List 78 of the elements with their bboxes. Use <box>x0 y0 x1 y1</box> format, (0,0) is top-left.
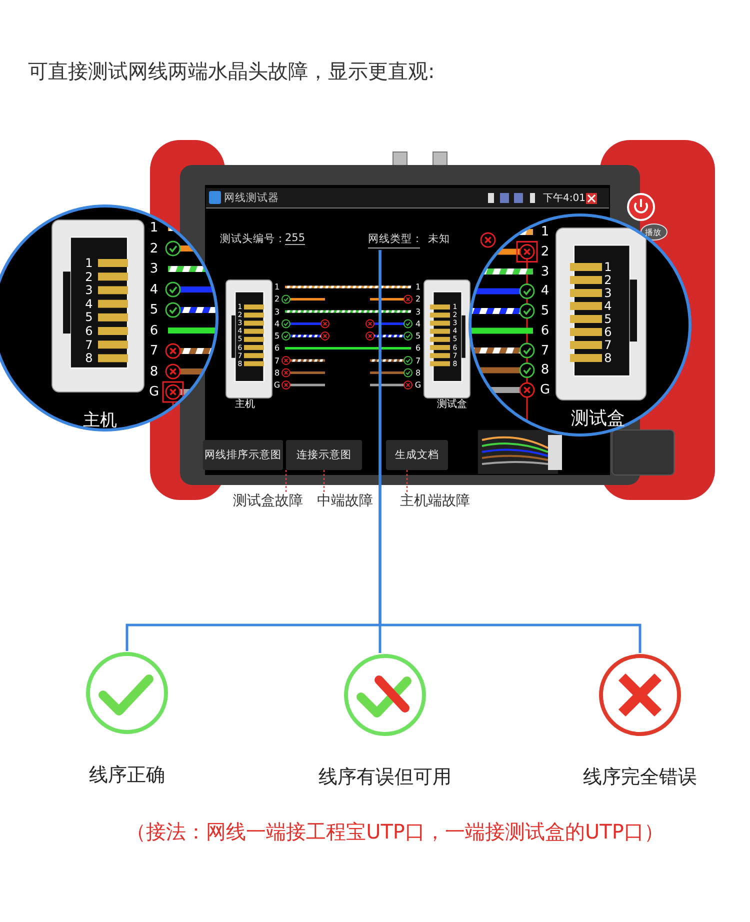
pin-number: 1 <box>85 256 93 270</box>
pin-number: 4 <box>85 296 93 311</box>
pin-number: 7 <box>85 338 93 352</box>
button-text: 播放 <box>645 227 661 238</box>
pin-number: 2 <box>274 294 280 304</box>
pin-number: 8 <box>274 368 280 378</box>
pin-number: 6 <box>540 323 550 338</box>
pin-number: 6 <box>85 324 93 338</box>
pin-number: 1 <box>604 260 612 274</box>
pin-number: 2 <box>150 241 158 256</box>
pin-number: 1 <box>540 224 550 240</box>
screen-button: 网线排序示意图 <box>203 440 283 470</box>
pin-number: 2 <box>540 244 550 260</box>
pin-number: 3 <box>85 283 93 298</box>
port-label: 主机 <box>235 398 255 411</box>
pin-number: 4 <box>274 319 280 328</box>
fault-label: 测试盒故障 <box>233 492 303 512</box>
pin-number: 4 <box>604 299 612 313</box>
pin-number: G <box>274 380 280 390</box>
leader-line <box>285 470 287 492</box>
leader-line <box>323 470 325 492</box>
pin-number: 8 <box>150 364 158 379</box>
pin-number: 1 <box>150 220 158 236</box>
pin-number: 4 <box>415 319 421 328</box>
pin-number: 4 <box>150 282 158 297</box>
pin-number: 3 <box>415 307 421 316</box>
pin-number: G <box>148 384 160 400</box>
pin-number: 8 <box>604 351 612 365</box>
port-label: 测试盒 <box>437 398 467 411</box>
pin-number: 7 <box>150 344 158 358</box>
pin-number: 2 <box>604 273 612 287</box>
pin-number: 8 <box>540 362 550 378</box>
wiring-note: （接法：网线一端接工程宝UTP口，一端接测试盒的UTP口） <box>126 818 664 846</box>
pin-number: 3 <box>540 264 550 279</box>
field-label: 测试头编号： <box>220 232 286 246</box>
pin-number: G <box>414 380 422 390</box>
fault-label: 中端故障 <box>317 492 373 512</box>
pin-number: 3 <box>150 262 158 276</box>
field-value: 未知 <box>428 232 450 246</box>
pin-number: 7 <box>415 356 421 365</box>
screen-button: 连接示意图 <box>286 440 362 470</box>
pin-number: 7 <box>604 338 612 352</box>
leader-line <box>406 470 408 492</box>
field-label: 网线类型： <box>368 232 423 246</box>
field-value: 255 <box>285 232 306 245</box>
port-label: 主机 <box>83 410 117 432</box>
screen-title: 网线测试器 <box>224 191 279 205</box>
pin-number: 4 <box>540 284 550 299</box>
pin-number: 8 <box>85 351 93 366</box>
page-title: 可直接测试网线两端水晶头故障，显示更直观: <box>28 58 435 85</box>
pin-number: 5 <box>604 312 612 326</box>
status-label: 线序有误但可用 <box>318 765 452 790</box>
port-label: 测试盒 <box>571 407 625 430</box>
pin-number: 1 <box>274 282 280 292</box>
status-label: 线序完全错误 <box>583 765 697 790</box>
clock-text: 下午4:01 <box>543 192 586 205</box>
pin-number: 3 <box>274 307 280 316</box>
pin-number: 5 <box>274 332 280 340</box>
connector-line <box>378 250 642 653</box>
fault-label: 主机端故障 <box>400 492 470 512</box>
pin-number: 1 <box>415 282 421 292</box>
pin-number: 5 <box>150 302 158 318</box>
pin-number: 3 <box>604 286 612 300</box>
pin-number: 5 <box>415 332 421 340</box>
pin-number: 6 <box>415 344 421 353</box>
pin-number: 5 <box>85 310 93 324</box>
pin-number: 8 <box>415 368 421 378</box>
pin-number: 6 <box>274 344 280 353</box>
pin-number: 7 <box>274 356 280 365</box>
pin-number: 2 <box>85 270 93 284</box>
pin-number: 7 <box>540 343 550 358</box>
pin-number: 6 <box>604 325 612 339</box>
pin-number: 2 <box>415 294 421 304</box>
pin-number: G <box>540 382 550 398</box>
screen-button: 生成文档 <box>386 440 448 470</box>
pin-number: 6 <box>150 323 158 338</box>
status-label: 线序正确 <box>89 763 165 788</box>
pin-number: 5 <box>540 304 550 318</box>
